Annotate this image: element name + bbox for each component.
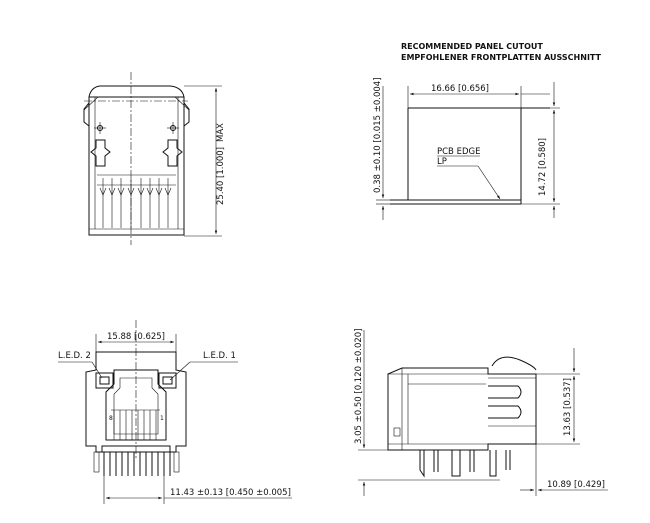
- panel-cutout: RECOMMENDED PANEL CUTOUT EMPFOHLENER FRO…: [373, 42, 602, 220]
- front-width-dimension: 15.88 [0.625]: [107, 332, 165, 342]
- led2-label: L.E.D. 2: [58, 351, 91, 361]
- cutout-title-de: EMPFOHLENER FRONTPLATTEN AUSSCHNITT: [401, 53, 602, 62]
- cutout-width-dimension: 16.66 [0.656]: [431, 84, 489, 94]
- cutout-height-dimension: 14.72 [0.580]: [538, 138, 548, 196]
- side-view: 3.05 ±0.50 [0.120 ±0.020] 13.63 [0.537] …: [354, 328, 608, 496]
- pin-offset-dimension: 11.43 ±0.13 [0.450 ±0.005]: [170, 488, 291, 498]
- side-standoff-dimension: 3.05 ±0.50 [0.120 ±0.020]: [354, 328, 364, 444]
- cutout-offset-dimension: 0.38 ±0.10 [0.015 ±0.004]: [373, 77, 383, 193]
- pin-8-label: 8: [109, 415, 113, 422]
- pin-1-label: 1: [160, 415, 164, 422]
- top-view-max-label: MAX: [216, 123, 226, 142]
- cutout-title-en: RECOMMENDED PANEL CUTOUT: [401, 42, 543, 51]
- front-view: 15.88 [0.625] L.E.D. 2 L.E.D. 1 8 1: [58, 320, 292, 504]
- side-height-dimension: 13.63 [0.537]: [563, 378, 573, 436]
- side-depth-dimension: 10.89 [0.429]: [547, 480, 605, 490]
- lp-label: LP: [437, 157, 447, 167]
- top-view: 25.40 [1.000] MAX: [83, 72, 226, 245]
- pcb-edge-label: PCB EDGE: [437, 147, 480, 157]
- led1-label: L.E.D. 1: [203, 351, 236, 361]
- top-view-height-dimension: 25.40 [1.000]: [216, 147, 226, 205]
